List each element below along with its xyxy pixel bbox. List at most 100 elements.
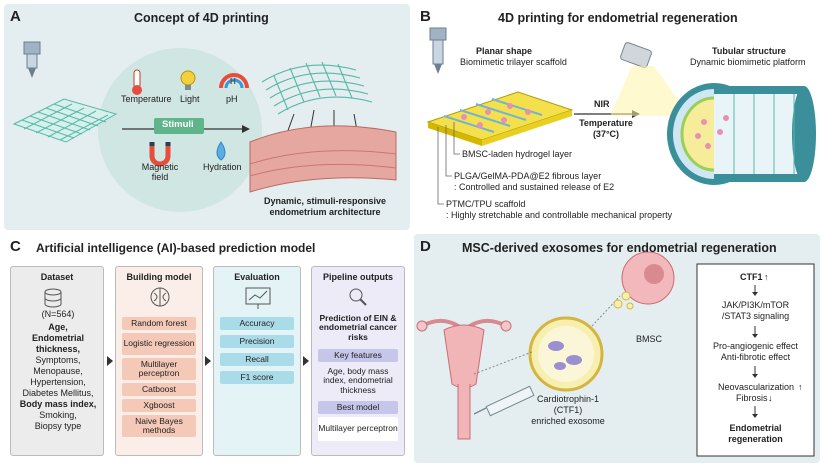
tubular-title: Tubular structure — [712, 46, 786, 56]
magnet-icon — [149, 142, 171, 167]
pathway-neo-up-icon: ↑ — [798, 382, 803, 392]
best-model-value: Multilayer perceptron — [318, 417, 398, 441]
panel-b-label: B — [420, 8, 431, 25]
pathway-box — [696, 263, 815, 457]
key-features-value: Age, body mass index, endometrial thickn… — [323, 365, 393, 395]
database-icon — [44, 288, 62, 308]
panel-b: B 4D printing for endometrial regenerati… — [414, 4, 820, 230]
flat-scaffold-icon — [12, 98, 118, 143]
dotted-connectors — [473, 295, 621, 375]
panel-a-title: Concept of 4D printing — [134, 11, 269, 25]
pipeline-header: Pipeline outputs — [322, 272, 393, 282]
ph-label: pH — [226, 94, 238, 104]
bmsc-cell-icon — [613, 251, 675, 310]
light-bulb-icon — [180, 70, 196, 90]
metric-recall: Recall — [220, 353, 294, 366]
dataset-feature-hypertension: Hypertension, — [30, 377, 86, 387]
pathway-ctf1-up-icon: ↑ — [764, 272, 769, 282]
panel-c-title: Artificial intelligence (AI)-based predi… — [36, 241, 316, 255]
pathway-arrows — [752, 285, 758, 418]
temperature-value-label: (37°C) — [592, 129, 620, 139]
exosome-label-line-1: Cardiotrophin-1 — [536, 394, 600, 404]
pathway-signal-line-2: /STAT3 signaling — [721, 311, 790, 321]
exosome-icon — [528, 316, 604, 392]
water-drop-icon — [216, 141, 226, 161]
prediction-text: Prediction of EIN & endometrial cancer r… — [319, 312, 397, 342]
nir-label: NIR — [594, 99, 610, 109]
monitor-chart-icon — [245, 287, 271, 309]
panel-b-illustration — [426, 27, 816, 205]
temperature-trigger-label: Temperature — [579, 118, 633, 128]
light-label: Light — [180, 94, 200, 104]
layer-leader-lines — [437, 122, 460, 205]
panel-a-label: A — [10, 8, 21, 25]
nir-lamp-icon — [610, 42, 690, 116]
syringe-icon — [473, 385, 535, 417]
panel-a-illustration — [12, 41, 397, 212]
fibrous-layer-label: PLGA/GelMA-PDA@E2 fibrous layer — [454, 171, 602, 181]
scaffold-layer-detail: : Highly stretchable and controllable me… — [446, 210, 673, 220]
panel-c: C Artificial intelligence (AI)-based pre… — [4, 234, 410, 463]
building-model-header: Building model — [126, 272, 192, 282]
caption-line-2: endometrium architecture — [269, 207, 381, 217]
endometrium-tissue-icon — [249, 125, 397, 193]
exosome-label-line-3: enriched exosome — [531, 416, 605, 426]
metric-precision: Precision — [220, 335, 294, 348]
printer-nozzle-icon — [429, 27, 447, 74]
ph-letter: H — [230, 77, 236, 86]
hydrogel-layer-label: BMSC-laden hydrogel layer — [462, 149, 573, 159]
exosome-label-line-2: (CTF1) — [553, 405, 583, 415]
thermometer-icon — [132, 69, 142, 95]
dataset-box: Dataset (N=564) Age, Endometrial thickne… — [10, 266, 104, 456]
pathway-fibrosis-down-icon: ↓ — [768, 393, 773, 403]
planar-shape-title: Planar shape — [476, 46, 533, 56]
building-model-box: Building model Random forest Logistic re… — [115, 266, 203, 456]
panel-c-arrows — [107, 356, 309, 366]
temperature-label: Temperature — [121, 94, 172, 104]
pathway-final-line-2: regeneration — [728, 434, 783, 444]
magnifier-icon — [349, 288, 367, 306]
bmsc-label: BMSC — [636, 334, 663, 344]
panel-d-title: MSC-derived exosomes for endometrial reg… — [462, 241, 777, 255]
tubular-subtitle: Dynamic biomimetic platform — [690, 57, 806, 67]
best-model-label: Best model — [318, 401, 398, 414]
pathway-effect-antifibrotic: Anti-fibrotic effect — [720, 352, 791, 362]
model-naive-bayes: Naive Bayes methods — [122, 415, 196, 437]
panel-d-illustration — [416, 251, 815, 457]
dataset-header: Dataset — [40, 272, 74, 282]
pathway-fibrosis: Fibrosis — [736, 393, 768, 403]
trilayer-scaffold-icon — [426, 91, 574, 146]
caption-line-1: Dynamic, stimuli-responsive — [263, 196, 387, 206]
dataset-feature-endometrial: Endometrial — [31, 333, 84, 343]
model-logistic-regression: Logistic regression — [122, 333, 196, 355]
metric-f1-score: F1 score — [220, 371, 294, 384]
deformed-mesh-icon — [261, 61, 373, 115]
dataset-feature-menopause: Menopause, — [33, 366, 83, 376]
pipeline-outputs-box: Pipeline outputs Prediction of EIN & end… — [311, 266, 405, 456]
pathway-ctf1: CTF1 — [740, 272, 763, 282]
model-random-forest: Random forest — [122, 317, 196, 330]
panel-b-title: 4D printing for endometrial regeneration — [498, 11, 738, 25]
panel-c-label: C — [10, 238, 21, 255]
stimuli-badge — [154, 118, 204, 134]
dataset-count: (N=564) — [41, 309, 75, 319]
evaluation-header: Evaluation — [234, 272, 280, 282]
evaluation-box: Evaluation Accuracy Precision Recall F1 … — [213, 266, 301, 456]
dataset-feature-bmi: Body mass index, — [19, 399, 97, 409]
dataset-feature-biopsy: Biopsy type — [34, 421, 82, 431]
dataset-feature-smoking: Smoking, — [39, 410, 77, 420]
panel-a: A Concept of 4D printing Stimuli Tempera… — [4, 4, 410, 230]
ph-icon — [219, 73, 249, 89]
uterus-icon — [416, 318, 512, 440]
pathway-effect-angiogenic: Pro-angiogenic effect — [713, 341, 798, 351]
key-features-label: Key features — [318, 349, 398, 362]
model-multilayer-perceptron: Multilayer perceptron — [122, 358, 196, 380]
dataset-feature-symptoms: Symptoms, — [35, 355, 81, 365]
scaffold-layer-label: PTMC/TPU scaffold — [446, 199, 526, 209]
fibrous-layer-detail: : Controlled and sustained release of E2 — [454, 182, 615, 192]
panel-d: D MSC-derived exosomes for endometrial r… — [414, 234, 820, 463]
pathway-signal-line-1: JAK/PI3K/mTOR — [721, 300, 790, 310]
planar-shape-subtitle: Biomimetic trilayer scaffold — [460, 57, 567, 67]
panel-d-label: D — [420, 238, 431, 255]
magnetic-field-label: Magnetic field — [141, 162, 179, 183]
